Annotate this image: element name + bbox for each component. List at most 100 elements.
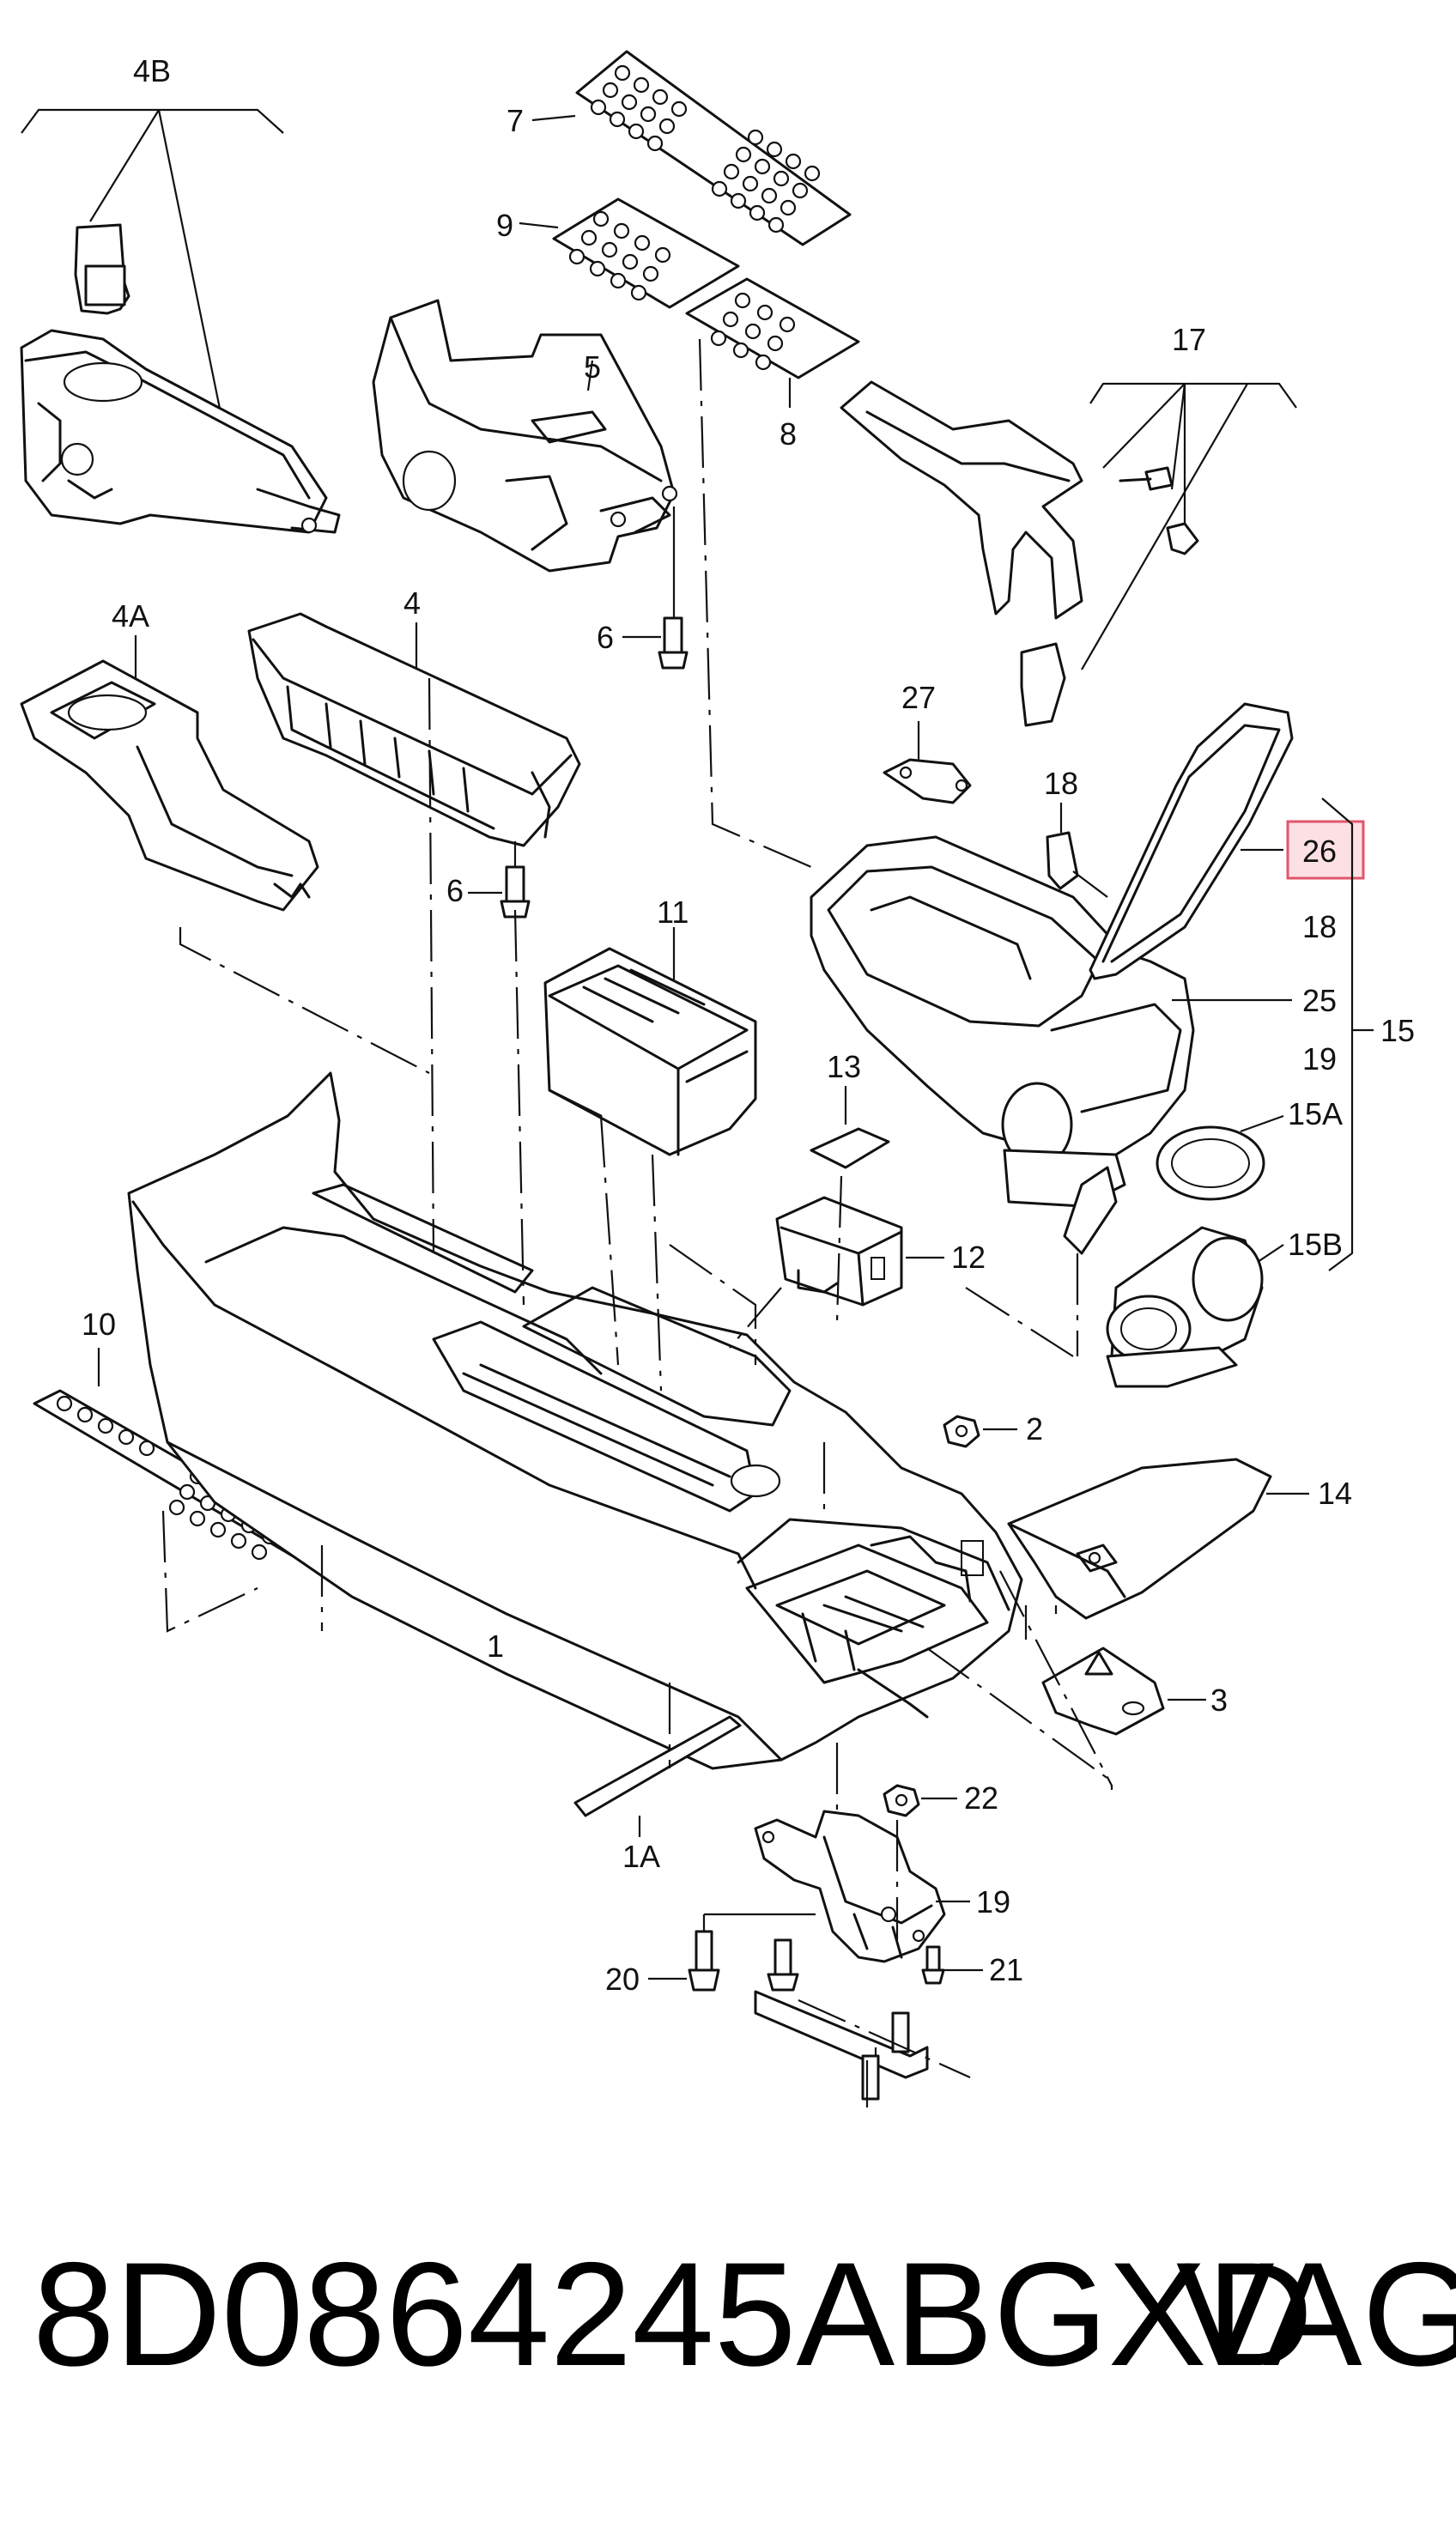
mat-hole [670, 100, 688, 118]
part-22-nut [883, 1784, 957, 1817]
mat-hole [76, 1406, 94, 1423]
mat-hole [633, 76, 650, 94]
callout-15: 15 [1380, 1013, 1415, 1048]
mat-hole [654, 246, 671, 264]
mat-hole [730, 192, 747, 209]
part-13-pad [810, 1086, 890, 1169]
callout-26-highlight [1286, 820, 1365, 880]
part-9-mat [519, 197, 740, 309]
callout-14: 14 [1318, 1476, 1352, 1511]
callout-4B: 4B [133, 53, 171, 88]
mat-hole [744, 323, 761, 340]
callout-8: 8 [780, 416, 797, 452]
mat-hole [742, 175, 759, 192]
part-18-latch [1046, 803, 1108, 898]
part-7-mat [531, 50, 852, 246]
callout-15B: 15B [1288, 1227, 1343, 1262]
part-26-armrest-lid [1089, 702, 1294, 980]
mat-hole [628, 123, 645, 140]
callout-6-upper: 6 [597, 620, 614, 655]
mat-hole [230, 1532, 247, 1550]
mat-hole [773, 170, 790, 187]
mat-hole [630, 284, 647, 301]
callout-25: 25 [1302, 983, 1337, 1018]
mat-hole [658, 118, 676, 135]
mat-hole [568, 248, 585, 265]
mat-hole [767, 216, 785, 233]
callout-4: 4 [403, 585, 421, 621]
mat-hole [754, 158, 771, 175]
callout-10: 10 [82, 1307, 116, 1342]
part-4b-shifter [20, 108, 341, 534]
mat-hole [138, 1440, 155, 1457]
mat-hole [622, 253, 639, 270]
callout-19-lower: 19 [976, 1884, 1010, 1919]
mat-hole [711, 180, 728, 197]
part-1a-strip [573, 1715, 742, 1837]
lower-mounting-studs [754, 1990, 929, 2101]
callout-2: 2 [1026, 1411, 1043, 1446]
mat-hole [179, 1483, 196, 1501]
assembly-reference-lines [161, 338, 1113, 2107]
callout-4A: 4A [112, 598, 149, 634]
mat-hole [56, 1395, 73, 1412]
callout-9: 9 [496, 208, 513, 243]
mat-hole [189, 1510, 206, 1527]
mat-hole [785, 153, 802, 170]
callout-26: 26 [1302, 834, 1337, 869]
part-4a-frame [20, 635, 319, 912]
part-20-bolt [648, 1913, 816, 1992]
mat-hole [580, 229, 598, 246]
mat-hole [118, 1428, 135, 1446]
mat-hole [766, 141, 783, 158]
part-5-housing [372, 299, 678, 573]
mat-hole [613, 222, 630, 240]
part-15a-disc [1156, 1114, 1284, 1201]
part-8-mat [685, 277, 860, 408]
mat-hole [614, 64, 631, 82]
callout-1: 1 [487, 1628, 504, 1664]
mat-hole [601, 241, 618, 258]
part-6-screw-upper [622, 506, 689, 670]
part-27-clip [883, 721, 972, 804]
mat-hole [634, 234, 651, 252]
callout-27: 27 [901, 680, 936, 715]
callout-7: 7 [507, 103, 524, 138]
mat-hole [610, 272, 627, 289]
callout-19-upper: 19 [1302, 1041, 1337, 1076]
callout-22: 22 [964, 1780, 998, 1816]
mat-hole [761, 187, 778, 204]
mat-hole [621, 94, 638, 111]
mat-hole [722, 311, 739, 328]
mat-hole [780, 199, 797, 216]
callout-17: 17 [1172, 322, 1206, 357]
mat-hole [97, 1417, 114, 1434]
mat-hole [168, 1499, 185, 1516]
part-4-tray [247, 612, 581, 847]
mat-hole [602, 82, 619, 99]
mat-hole [590, 99, 607, 116]
mat-hole [755, 354, 772, 371]
mat-hole [779, 316, 796, 333]
callout-12: 12 [951, 1240, 986, 1275]
mat-hole [723, 163, 740, 180]
callout-1A: 1A [622, 1839, 660, 1874]
callout-13: 13 [827, 1049, 861, 1084]
mat-hole [609, 111, 626, 128]
mat-hole [747, 129, 764, 146]
part-15b-duct [1106, 1226, 1284, 1388]
mat-hole [804, 165, 821, 182]
callout-3: 3 [1210, 1683, 1228, 1718]
callout-18-lower: 18 [1302, 909, 1337, 944]
mat-hole [710, 330, 727, 347]
mat-hole [735, 146, 752, 163]
mat-hole [767, 335, 784, 352]
part-2-nut [943, 1415, 1017, 1448]
part-14-lid [1007, 1458, 1309, 1620]
mat-hole [734, 292, 751, 309]
mat-hole [640, 106, 657, 123]
part-25-armrest [810, 835, 1292, 1255]
part-12-clipbox [775, 1196, 944, 1307]
part-6-screw-lower [468, 841, 531, 919]
